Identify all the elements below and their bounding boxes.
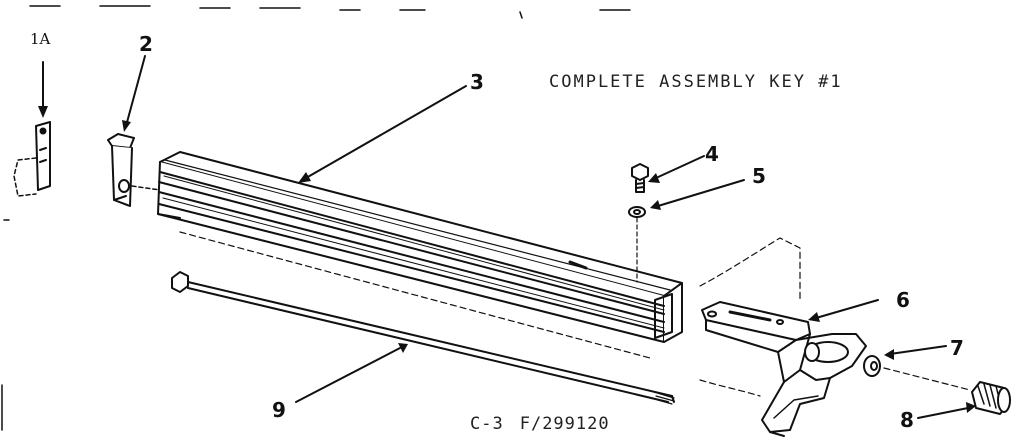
part-5-lock-washer	[628, 206, 646, 283]
callout-7: 7	[950, 336, 964, 360]
part-8-lock-knob	[971, 381, 1011, 415]
callout-8: 8	[900, 408, 914, 432]
diagram-title: COMPLETE ASSEMBLY KEY #1	[549, 72, 843, 92]
footer-reference: C-3 F/299120	[470, 414, 626, 434]
callout-6: 6	[896, 288, 910, 312]
part-6-fence-head	[699, 237, 867, 437]
part-2-rear-bracket	[107, 133, 161, 207]
callout-9: 9	[272, 398, 286, 422]
callout-5: 5	[752, 164, 766, 188]
part-3-fence-rail	[157, 151, 683, 359]
part-4-hex-screw	[631, 163, 649, 193]
page-code: C-3	[470, 414, 504, 434]
part-1a-lock-clip	[13, 121, 51, 197]
part-7-washer	[863, 355, 971, 391]
callout-1a: 1A	[30, 30, 51, 48]
callout-2: 2	[139, 32, 153, 56]
arrowheads	[38, 106, 976, 413]
part-number: F/299120	[519, 414, 610, 434]
callout-4: 4	[705, 142, 719, 166]
part-9-tie-rod	[171, 271, 675, 405]
callout-3: 3	[470, 70, 484, 94]
scan-artifacts	[1, 5, 631, 431]
leader-lines	[42, 55, 969, 419]
